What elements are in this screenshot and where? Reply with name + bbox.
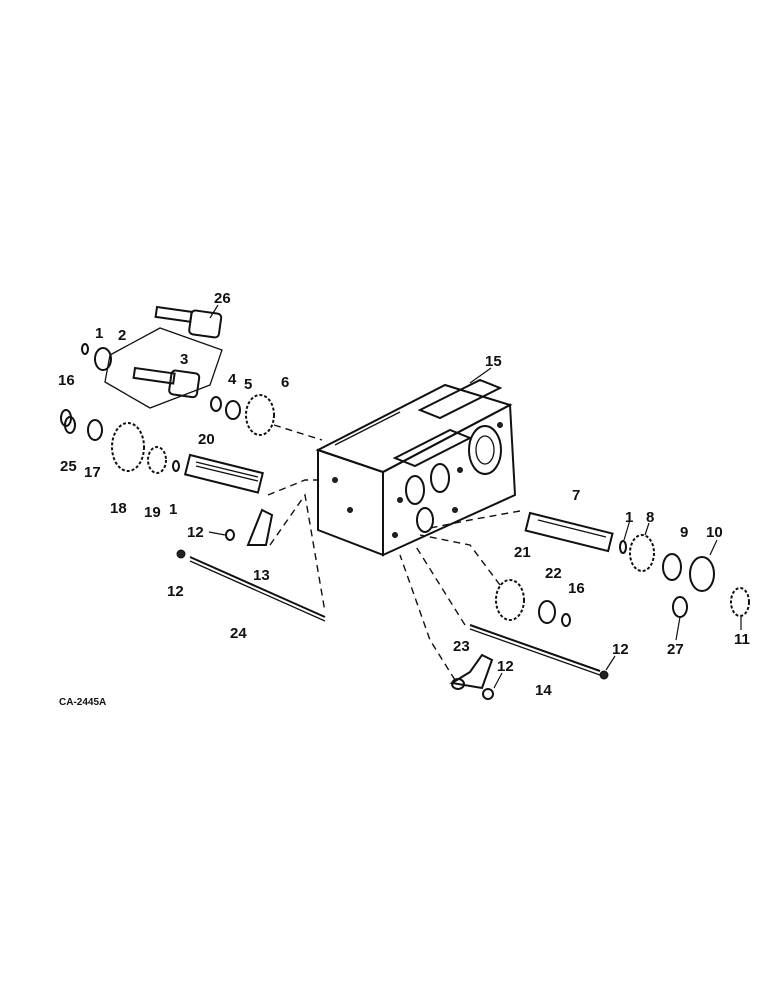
snap-ring-1c	[619, 540, 627, 554]
ball-12b	[176, 549, 186, 559]
callout-26: 26	[214, 290, 231, 307]
callout-12: 12	[187, 524, 204, 541]
callout-23: 23	[453, 638, 470, 655]
shaft-20	[183, 453, 264, 494]
callout-14: 14	[535, 682, 552, 699]
ball-12a	[225, 529, 235, 541]
callout-9: 9	[680, 524, 688, 541]
gear-18	[111, 422, 145, 472]
shaft-7	[524, 511, 614, 553]
gear-19	[147, 446, 167, 474]
callout-7: 7	[572, 487, 580, 504]
callout-6: 6	[281, 374, 289, 391]
callout-1: 1	[95, 325, 103, 342]
callout-27: 27	[667, 641, 684, 658]
shift-rod-14	[469, 624, 601, 672]
callout-3: 3	[180, 351, 188, 368]
shift-fork-23	[449, 653, 494, 690]
callout-12: 12	[612, 641, 629, 658]
shaft-assembly-3-box	[104, 327, 223, 409]
callout-4: 4	[228, 371, 237, 388]
gear-21	[495, 579, 525, 621]
snap-ring-27	[672, 596, 688, 618]
callout-24: 24	[230, 625, 247, 642]
bearing-2	[94, 347, 112, 371]
callout-10: 10	[706, 524, 723, 541]
shift-fork-13	[246, 508, 274, 546]
callout-1: 1	[169, 501, 177, 518]
callout-19: 19	[144, 504, 161, 521]
washer-16b	[561, 613, 571, 627]
bushing-5	[225, 400, 241, 420]
ball-12d	[482, 688, 494, 700]
seal-10	[689, 556, 715, 592]
callout-16: 16	[568, 580, 585, 597]
callout-16: 16	[58, 372, 75, 389]
callout-20: 20	[198, 431, 215, 448]
callout-2: 2	[118, 327, 126, 344]
callout-labels: 26 1 2 3 15 4 5 6 16 20 25 17 18 19 1 7 …	[58, 290, 750, 699]
callout-17: 17	[84, 464, 101, 481]
leader-lines	[208, 304, 742, 689]
gear-6	[245, 394, 275, 436]
callout-15: 15	[485, 353, 502, 370]
transmission-case	[315, 378, 517, 557]
washer-4	[210, 396, 222, 412]
input-shaft-26	[154, 305, 223, 339]
assembly-lines	[267, 424, 521, 681]
callout-8: 8	[646, 509, 654, 526]
callout-18: 18	[110, 500, 127, 517]
callout-12: 12	[497, 658, 514, 675]
callout-1: 1	[625, 509, 633, 526]
snap-ring-1a	[81, 343, 89, 355]
shift-rod-24	[189, 556, 326, 618]
bushing-22	[538, 600, 556, 624]
bearing-17	[87, 419, 103, 441]
callout-21: 21	[514, 544, 531, 561]
callout-5: 5	[244, 376, 252, 393]
figure-code: CA-2445A	[59, 697, 106, 708]
callout-22: 22	[545, 565, 562, 582]
gear-11	[730, 587, 750, 617]
callout-25: 25	[60, 458, 77, 475]
gear-8	[629, 534, 655, 572]
callout-13: 13	[253, 567, 270, 584]
ball-12c	[599, 670, 609, 680]
callout-11: 11	[734, 631, 750, 648]
snap-ring-25	[64, 416, 76, 434]
snap-ring-1b	[172, 460, 180, 472]
bearing-9	[662, 553, 682, 581]
callout-12: 12	[167, 583, 184, 600]
